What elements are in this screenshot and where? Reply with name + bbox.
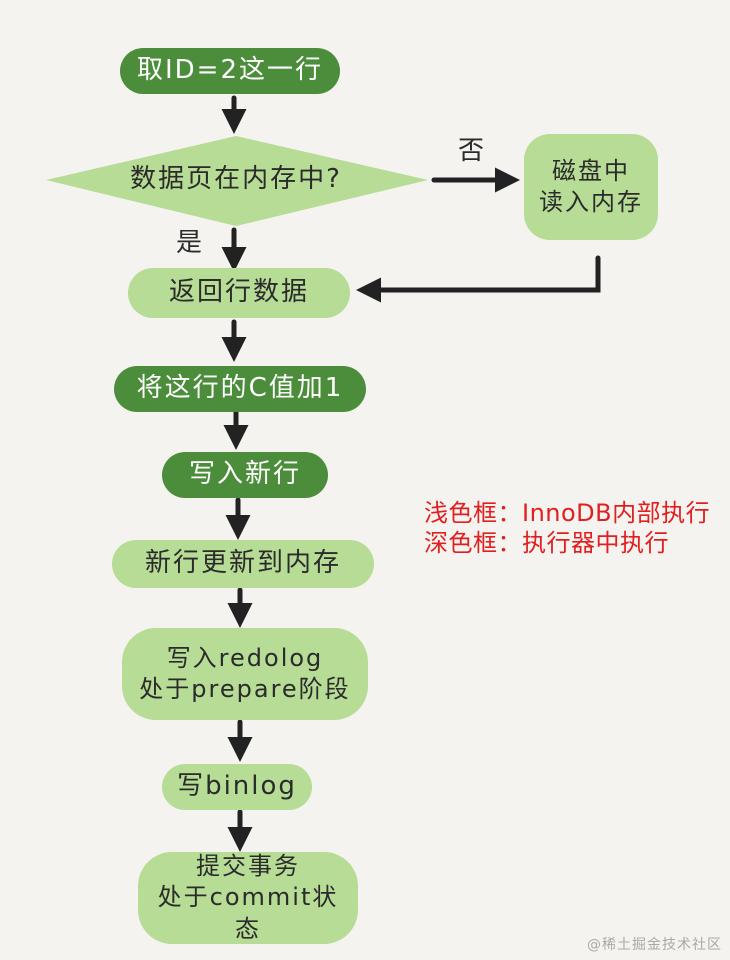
- node-write-binlog: 写binlog: [162, 764, 312, 810]
- node-add-one-label: 将这行的C值加1: [136, 373, 344, 404]
- node-return-row-label: 返回行数据: [168, 277, 309, 308]
- node-update-memory: 新行更新到内存: [112, 540, 374, 588]
- legend-light: 浅色框：InnoDB内部执行: [424, 499, 711, 527]
- node-write-new-row-label: 写入新行: [188, 459, 301, 490]
- edge-label-no: 否: [458, 136, 485, 166]
- node-commit: 提交事务 处于commit状态: [138, 852, 358, 944]
- edge-label-yes: 是: [176, 228, 203, 258]
- node-commit-label: 提交事务 处于commit状态: [157, 852, 339, 943]
- node-get-row-label: 取ID=2这一行: [136, 55, 324, 86]
- node-write-redolog-label: 写入redolog 处于prepare阶段: [139, 643, 351, 703]
- watermark: @稀土掘金技术社区: [587, 937, 722, 953]
- node-update-memory-label: 新行更新到内存: [144, 548, 341, 579]
- legend-dark: 深色框：执行器中执行: [424, 529, 669, 557]
- node-read-from-disk: 磁盘中 读入内存: [524, 134, 658, 240]
- node-add-one: 将这行的C值加1: [114, 366, 366, 412]
- node-write-binlog-label: 写binlog: [177, 771, 297, 802]
- node-write-new-row: 写入新行: [162, 452, 328, 498]
- node-read-from-disk-label: 磁盘中 读入内存: [539, 156, 643, 216]
- node-get-row: 取ID=2这一行: [120, 48, 340, 94]
- node-page-in-memory-label: 数据页在内存中?: [130, 164, 342, 195]
- arrow-disk-to-return: [356, 255, 601, 303]
- decision-diamond: [46, 136, 428, 226]
- node-write-redolog: 写入redolog 处于prepare阶段: [122, 628, 368, 720]
- node-return-row: 返回行数据: [128, 268, 350, 318]
- node-page-in-memory: 数据页在内存中?: [86, 156, 386, 204]
